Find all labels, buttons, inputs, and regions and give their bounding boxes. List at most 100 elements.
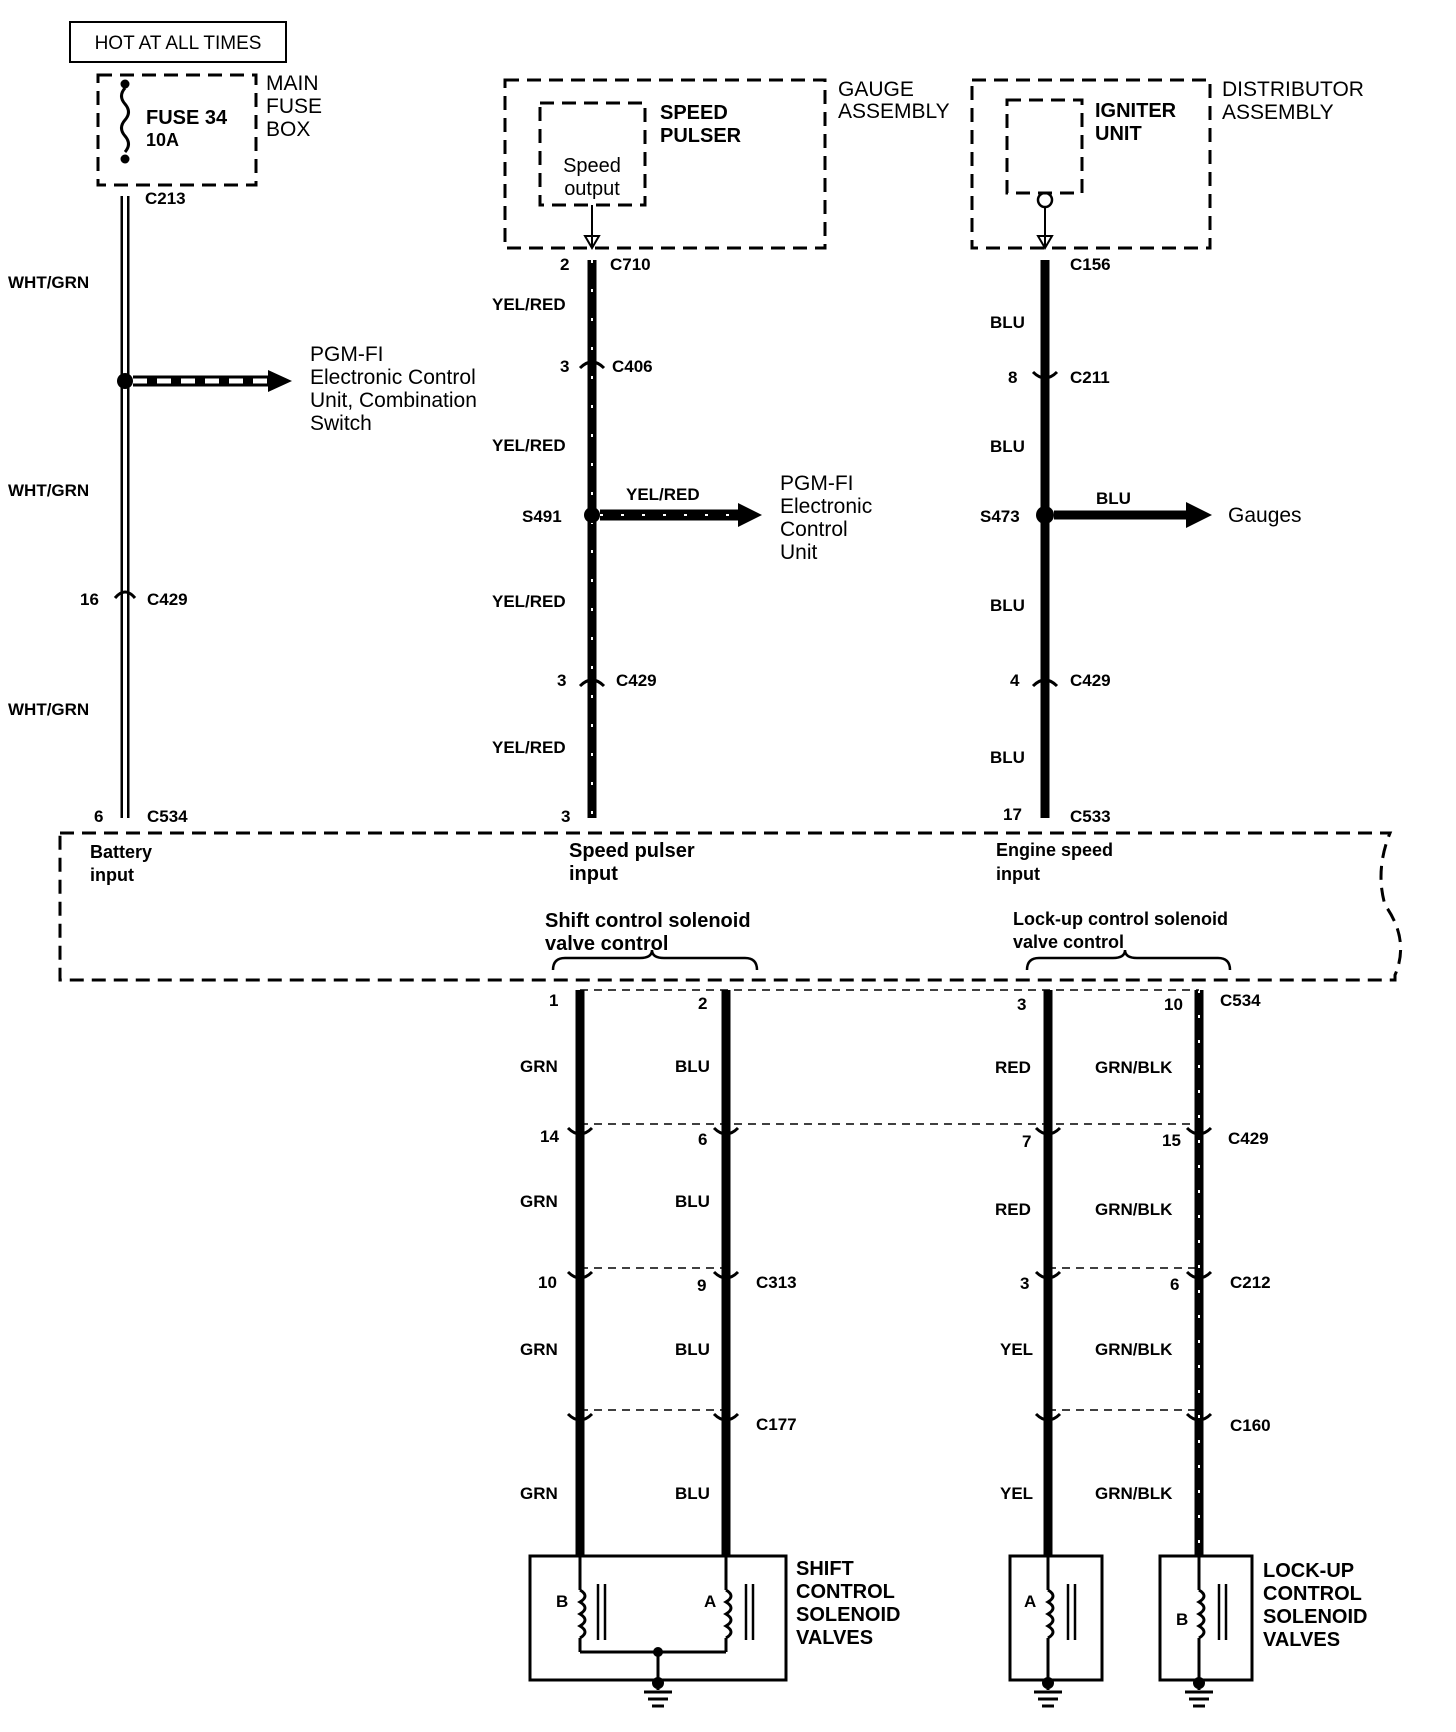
ecu-battery-input-1: Battery — [90, 842, 152, 862]
speed-output-1: Speed — [563, 155, 621, 177]
shift-control-brace — [551, 949, 759, 971]
connector-symbol-c429-right — [1031, 678, 1059, 688]
shift-title-1: SHIFT — [796, 1558, 854, 1580]
lockup-title-3: SOLENOID — [1263, 1606, 1367, 1628]
wire-label-blu-shift-1: BLU — [675, 1057, 710, 1076]
lockup-title-4: VALVES — [1263, 1629, 1340, 1651]
pin-4: 4 — [1010, 671, 1020, 690]
wire-label-grn-4: GRN — [520, 1484, 558, 1503]
main-fuse-box — [96, 73, 258, 187]
pin-17: 17 — [1003, 805, 1022, 824]
branch-mid-2: Electronic — [780, 495, 872, 518]
igniter-title-1: IGNITER — [1095, 100, 1177, 122]
ecu-shift-control-2: valve control — [545, 933, 668, 955]
lockup-a-ground-icon — [1034, 1677, 1062, 1708]
pin-3-c429-mid: 3 — [557, 671, 566, 690]
connector-c534-bottom: C534 — [1220, 991, 1261, 1010]
branch-left-4: Switch — [310, 412, 372, 435]
hot-label-box — [69, 21, 287, 63]
pin-3-c534-bottom: 3 — [1017, 995, 1026, 1014]
fuse-rating: 10A — [146, 130, 179, 150]
lockup-solenoid-a-label: A — [1024, 1592, 1036, 1611]
connector-c429-mid: C429 — [616, 671, 657, 690]
wire-label-yel-2: YEL — [1000, 1484, 1033, 1503]
connector-symbol-c406 — [578, 360, 606, 370]
wire-label-yel-red-1: YEL/RED — [492, 295, 566, 314]
pin-2-c710: 2 — [560, 255, 569, 274]
splice-left — [117, 373, 133, 389]
wire-label-grn-1: GRN — [520, 1057, 558, 1076]
speed-output-arrowhead — [583, 235, 601, 250]
lockup-b-ground-icon — [1185, 1677, 1213, 1708]
shift-solenoid-a — [723, 1556, 755, 1652]
gauge-assembly-title-1: GAUGE — [838, 78, 914, 101]
ecu-box — [58, 831, 1403, 982]
connector-c429-bottom: C429 — [1228, 1129, 1269, 1148]
shift-ground-icon — [644, 1677, 672, 1708]
connector-c156: C156 — [1070, 255, 1111, 274]
splice-s491 — [584, 507, 600, 523]
pin-3-c534: 3 — [561, 807, 570, 826]
wire-label-yel-red-2: YEL/RED — [492, 436, 566, 455]
speed-output-2: output — [564, 178, 620, 200]
branch-mid-3: Control — [780, 518, 848, 541]
wire-label-grn-2: GRN — [520, 1192, 558, 1211]
distributor-assembly-box — [970, 78, 1212, 250]
pin-6-c212: 6 — [1170, 1275, 1179, 1294]
lockup-solenoid-b — [1196, 1556, 1228, 1690]
pin-6-c429: 6 — [698, 1130, 707, 1149]
ecu-engine-input-2: input — [996, 864, 1040, 884]
gauge-assembly-box — [503, 78, 827, 250]
igniter-terminal — [1036, 191, 1054, 209]
gauges-label: Gauges — [1228, 504, 1302, 527]
wire-label-grn-blk-1: GRN/BLK — [1095, 1058, 1173, 1077]
pin-14: 14 — [540, 1127, 559, 1146]
fuse-box-title-1: MAIN — [266, 72, 319, 95]
wire-label-grn-blk-3: GRN/BLK — [1095, 1340, 1173, 1359]
connector-symbol-c429-mid — [578, 678, 606, 688]
wire-label-yel-red-3: YEL/RED — [492, 592, 566, 611]
lockup-solenoid-b-label: B — [1176, 1610, 1188, 1629]
ecu-engine-input-1: Engine speed — [996, 840, 1113, 860]
pin-3-c406: 3 — [560, 357, 569, 376]
branch-mid-wire: YEL/RED — [626, 485, 700, 504]
wire-label-red-2: RED — [995, 1200, 1031, 1219]
splice-s473 — [1036, 506, 1054, 524]
branch-right-wire: BLU — [1096, 489, 1131, 508]
pin-10-c313: 10 — [538, 1273, 557, 1292]
connector-c429-right: C429 — [1070, 671, 1111, 690]
ecu-lockup-control-1: Lock-up control solenoid — [1013, 909, 1228, 929]
wire-label-blu-3: BLU — [990, 596, 1025, 615]
wire-label-wht-grn-3: WHT/GRN — [8, 700, 89, 719]
speed-pulser-title-1: SPEED — [660, 102, 728, 124]
pin-6-left: 6 — [94, 807, 103, 826]
branch-arrow-left — [133, 370, 292, 392]
pin-1: 1 — [549, 991, 558, 1010]
wire-label-blu-2: BLU — [990, 437, 1025, 456]
splice-s491-label: S491 — [522, 507, 562, 526]
lockup-title-2: CONTROL — [1263, 1583, 1362, 1605]
speed-output-box — [538, 101, 647, 207]
pin-9: 9 — [697, 1276, 706, 1295]
connector-symbol-c429-left — [113, 590, 137, 600]
connector-c211: C211 — [1070, 368, 1110, 387]
ecu-speed-input-1: Speed pulser — [569, 840, 695, 862]
distributor-title-1: DISTRIBUTOR — [1222, 78, 1364, 101]
lockup-title-1: LOCK-UP — [1263, 1560, 1354, 1582]
pin-2-c534: 2 — [698, 994, 707, 1013]
connector-c177: C177 — [756, 1415, 797, 1434]
wire-label-grn-blk-4: GRN/BLK — [1095, 1484, 1173, 1503]
connector-c406: C406 — [612, 357, 653, 376]
branch-left-2: Electronic Control — [310, 366, 476, 389]
wire-label-yel-red-4: YEL/RED — [492, 738, 566, 757]
pin-15: 15 — [1162, 1131, 1181, 1150]
connector-marks — [566, 1126, 1213, 1422]
branch-mid-1: PGM-FI — [780, 472, 854, 495]
fuse-box-title-2: FUSE — [266, 95, 322, 118]
igniter-unit-box — [1005, 98, 1084, 195]
wire-label-red-1: RED — [995, 1058, 1031, 1077]
pin-10-c534: 10 — [1164, 995, 1183, 1014]
connector-c710: C710 — [610, 255, 651, 274]
shift-title-2: CONTROL — [796, 1581, 895, 1603]
